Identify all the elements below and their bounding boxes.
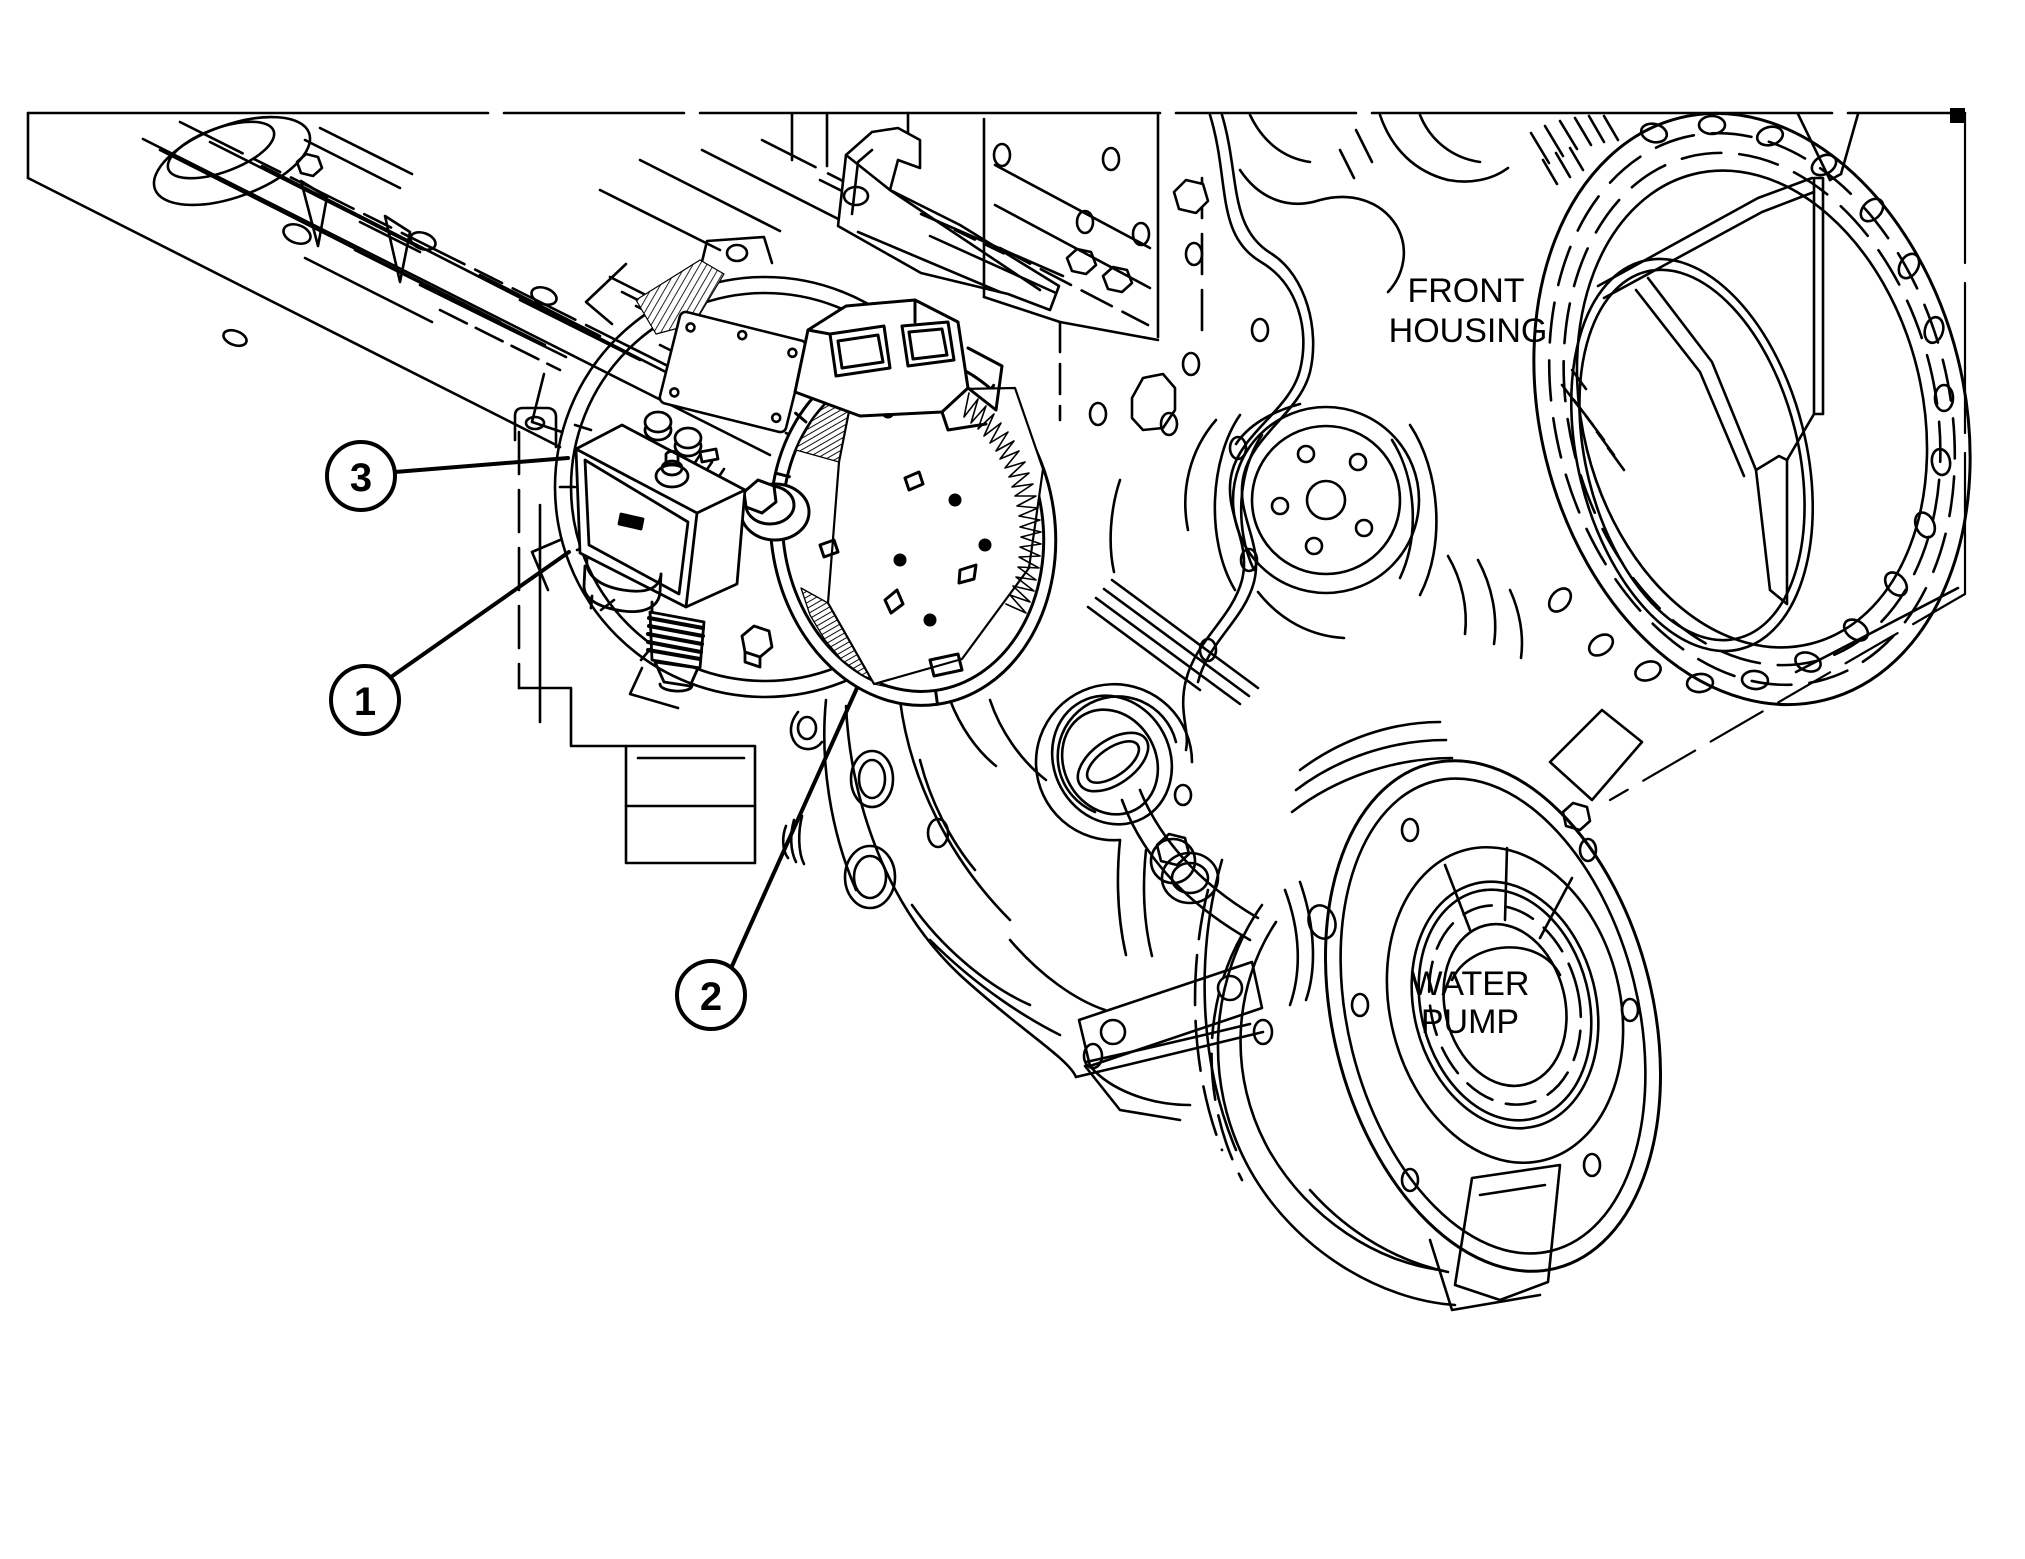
svg-text:HOUSING: HOUSING (1389, 312, 1548, 350)
svg-text:1: 1 (354, 680, 376, 724)
svg-text:FRONT: FRONT (1407, 272, 1524, 310)
svg-text:2: 2 (700, 975, 722, 1019)
svg-text:PUMP: PUMP (1421, 1003, 1519, 1041)
svg-text:WATER: WATER (1411, 965, 1530, 1003)
svg-text:3: 3 (350, 456, 372, 500)
